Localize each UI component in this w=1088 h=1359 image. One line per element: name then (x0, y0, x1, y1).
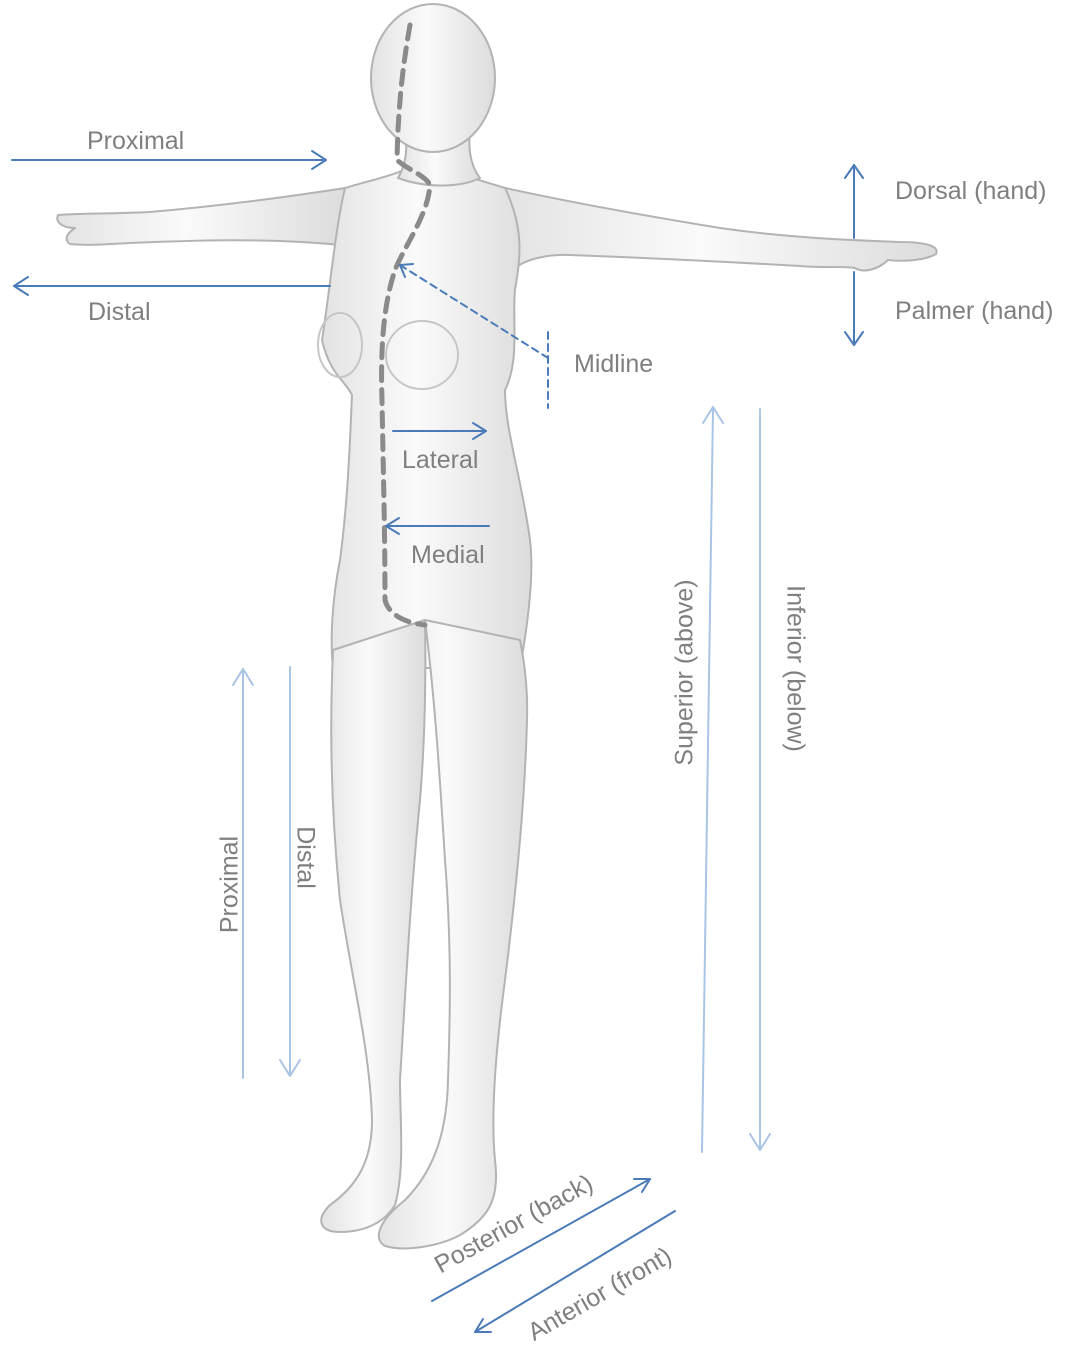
left-arm-shape (505, 188, 937, 270)
palmer-arrow (845, 272, 863, 345)
superior-arrow (702, 407, 723, 1152)
label-distal-leg: Distal (293, 803, 318, 913)
label-palmer-hand: Palmer (hand) (895, 299, 1053, 324)
right-leg-shape (321, 620, 425, 1232)
label-proximal-arm: Proximal (87, 129, 184, 154)
dorsal-arrow (845, 165, 863, 238)
label-superior: Superior (above) (673, 573, 698, 773)
head-shape (371, 4, 495, 152)
inferior-arrow (750, 409, 770, 1150)
label-lateral: Lateral (402, 448, 478, 473)
label-proximal-leg: Proximal (218, 825, 243, 945)
label-distal-arm: Distal (88, 300, 151, 325)
label-inferior: Inferior (below) (783, 569, 808, 769)
distal-arm-arrow (14, 277, 330, 295)
label-dorsal-hand: Dorsal (hand) (895, 179, 1046, 204)
label-midline: Midline (574, 352, 653, 377)
label-medial: Medial (411, 543, 485, 568)
right-arm-shape (57, 188, 345, 245)
torso-shape (322, 162, 531, 668)
